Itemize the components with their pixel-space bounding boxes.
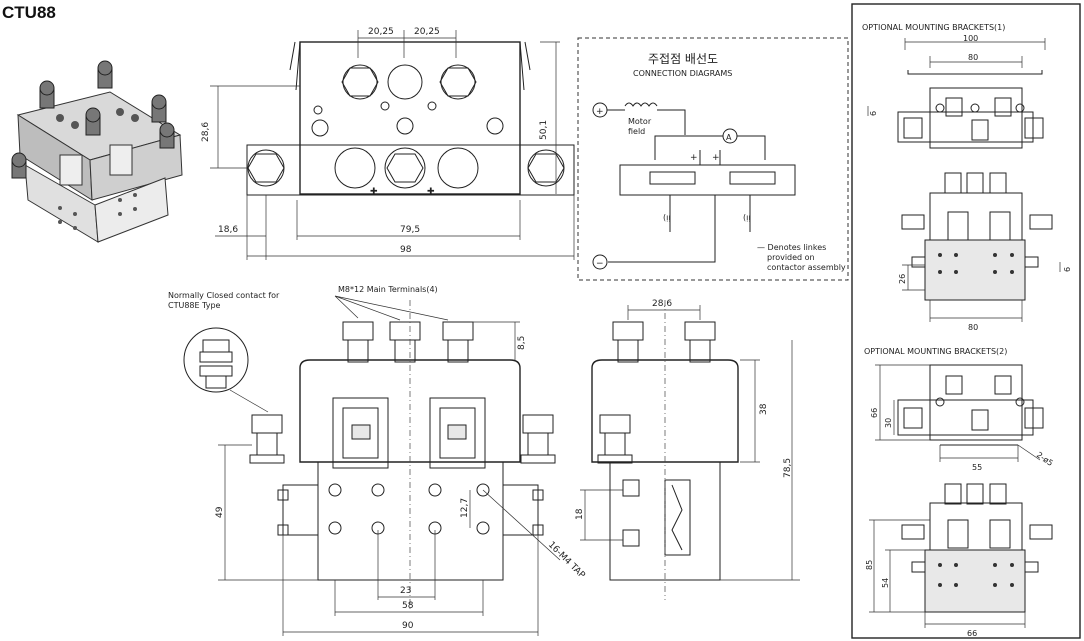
dim-side-78-5: 78,5 <box>783 458 793 478</box>
dim-b1-80: 80 <box>968 53 978 62</box>
svg-text:+: + <box>690 153 698 163</box>
dim-top-18-6: 18,6 <box>218 225 238 235</box>
motor-field-label-2: field <box>628 127 645 136</box>
svg-text:✚: ✚ <box>370 187 378 197</box>
dim-front-23: 23 <box>400 586 411 596</box>
plus-terminal-icon: + <box>596 107 604 117</box>
dim-front-90: 90 <box>402 621 414 631</box>
dim-top-20-25-a: 20,25 <box>368 27 394 37</box>
dim-b2-66a: 66 <box>870 408 879 418</box>
nc-note-1: Normally Closed contact for <box>168 291 280 300</box>
dim-side-18: 18 <box>575 508 585 520</box>
connection-title-kr: 주접점 배선도 <box>648 52 718 66</box>
svg-text:✚: ✚ <box>427 187 435 197</box>
connection-note-1: — Denotes linkes <box>757 243 826 252</box>
svg-text:(ᴉᴉ: (ᴉᴉ <box>663 213 671 222</box>
dim-b2-2-o5: 2-ø5 <box>1035 450 1055 468</box>
ammeter-icon: A <box>726 133 732 142</box>
dim-b1-80b: 80 <box>968 323 978 332</box>
dim-top-28-6: 28,6 <box>201 122 211 142</box>
connection-diagram: 주접점 배선도 CONNECTION DIAGRAMS + Motor fiel… <box>577 37 849 281</box>
minus-terminal-icon: − <box>596 259 604 269</box>
connection-note-3: contactor assembly <box>767 263 846 272</box>
dim-front-49: 49 <box>215 506 225 518</box>
svg-text:+: + <box>712 153 720 163</box>
dim-front-58: 58 <box>402 601 414 611</box>
brackets-panel: OPTIONAL MOUNTING BRACKETS(1) 100 80 6 2… <box>851 3 1081 639</box>
dim-front-12-7: 12,7 <box>460 498 470 518</box>
dim-top-79-5: 79,5 <box>400 225 420 235</box>
dim-b1-26: 26 <box>898 274 907 284</box>
svg-text:(ᴉᴉ: (ᴉᴉ <box>743 213 751 222</box>
nc-note-2: CTU88E Type <box>168 301 221 310</box>
dim-b1-100: 100 <box>963 34 978 43</box>
dim-b1-6a: 6 <box>869 111 878 116</box>
dim-b1-6b: 6 <box>1063 267 1072 272</box>
dim-b2-85: 85 <box>865 560 874 570</box>
dim-b2-55: 55 <box>972 463 982 472</box>
dim-b2-66b: 66 <box>967 629 977 638</box>
dim-side-28-6: 28,6 <box>652 299 672 309</box>
brackets-1-title: OPTIONAL MOUNTING BRACKETS(1) <box>862 23 1005 32</box>
drawing-title: CTU88 <box>2 3 56 22</box>
dim-top-50-1: 50,1 <box>539 120 549 140</box>
dim-b2-54: 54 <box>881 578 890 588</box>
connection-title-en: CONNECTION DIAGRAMS <box>633 69 732 78</box>
tap-note: 16-M4 TAP <box>546 540 587 581</box>
dim-b2-30: 30 <box>884 418 893 428</box>
product-photo <box>11 60 183 243</box>
dim-top-98: 98 <box>400 245 412 255</box>
terminals-note: M8*12 Main Terminals(4) <box>338 285 438 294</box>
front-view: Normally Closed contact for CTU88E Type … <box>168 285 587 636</box>
connection-note-2: provided on <box>767 253 815 262</box>
motor-field-label-1: Motor <box>628 117 652 126</box>
dim-front-8-5: 8,5 <box>517 336 527 350</box>
brackets-2-title: OPTIONAL MOUNTING BRACKETS(2) <box>864 347 1007 356</box>
side-view: 28,6 38 78,5 18 <box>575 299 800 600</box>
top-view: ✚ ✚ 20,25 20,25 28,6 50,1 18,6 79,5 98 <box>201 27 575 260</box>
dim-side-38: 38 <box>759 403 769 415</box>
dim-top-20-25-b: 20,25 <box>414 27 440 37</box>
